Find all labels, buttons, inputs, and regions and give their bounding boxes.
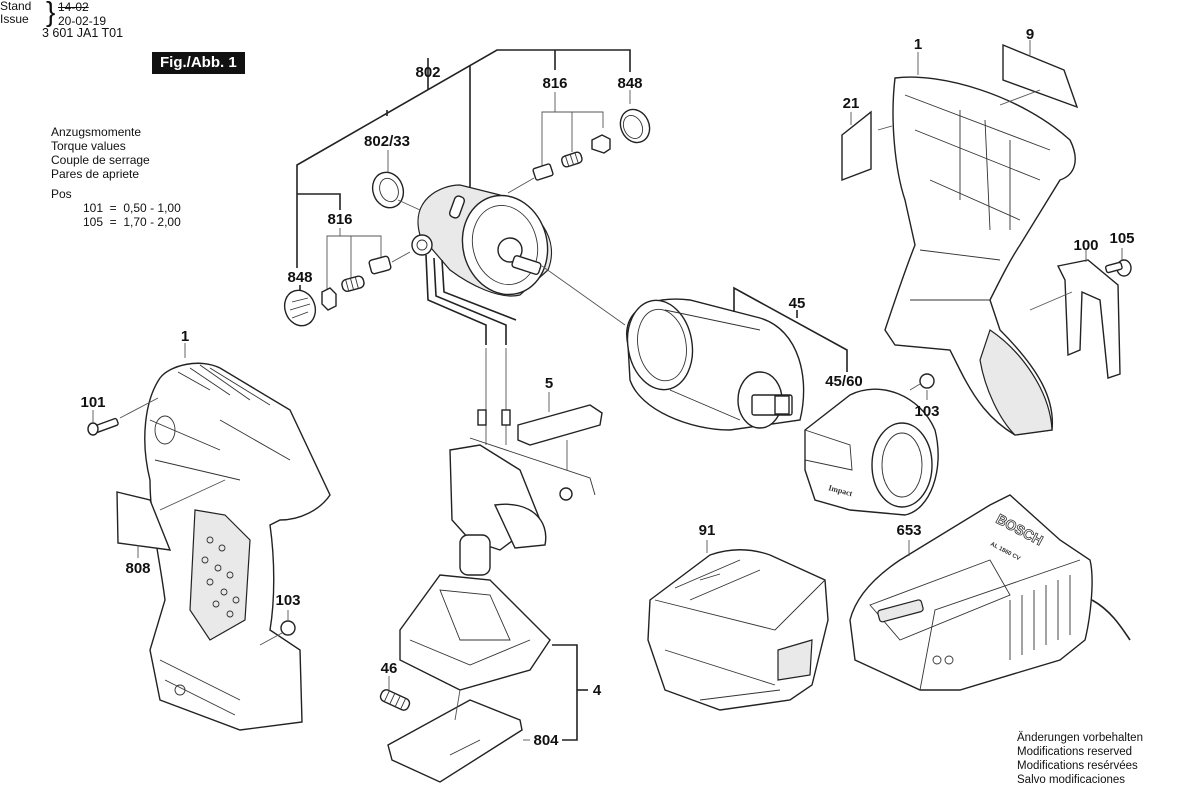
disclaimer-en: Modifications reserved xyxy=(1017,746,1133,758)
direction-switch-5 xyxy=(517,392,603,470)
motor xyxy=(411,184,626,445)
carbon-brush-top xyxy=(507,108,651,194)
callout-105: 105 xyxy=(1109,230,1134,247)
battery-contact-holder xyxy=(399,574,551,691)
disclaimer-es: Salvo modificaciones xyxy=(1017,774,1126,786)
charger-vents xyxy=(1009,575,1071,660)
brush-set-bracket-left xyxy=(326,228,382,300)
label-plate-808 xyxy=(116,479,226,558)
label-plate-9 xyxy=(999,40,1079,109)
disclaimer-block: Änderungen vorbehalten Modifications res… xyxy=(1017,731,1143,787)
torque-heading-fr: Couple de serrage xyxy=(51,153,150,167)
brace-icon: } xyxy=(46,0,56,27)
equals-sign: = xyxy=(106,215,121,229)
callout-100: 100 xyxy=(1073,237,1098,254)
callout-91: 91 xyxy=(699,522,716,539)
charger: BOSCH AL 1860 CV xyxy=(849,494,1131,691)
callout-808: 808 xyxy=(125,560,150,577)
callout-46: 46 xyxy=(381,660,398,677)
callout-1-left: 1 xyxy=(181,328,189,345)
housing-right xyxy=(884,76,1076,436)
torque-row-range: 0,50 - 1,00 xyxy=(123,201,181,215)
callout-848-left: 848 xyxy=(287,269,312,286)
nose-cover: Impact xyxy=(804,388,939,516)
figure-label: Fig./Abb. 1 xyxy=(152,52,245,74)
switch-module xyxy=(449,409,596,576)
torque-heading-de: Anzugsmomente xyxy=(51,125,142,139)
screw-105 xyxy=(1104,248,1132,277)
belt-clip-100 xyxy=(1029,250,1121,379)
callout-848-top: 848 xyxy=(617,75,642,92)
impact-mechanism-bracket xyxy=(733,286,848,372)
revision-block: Stand Issue } 14-02 20-02-19 xyxy=(0,0,110,30)
carbon-brush-left xyxy=(283,251,411,327)
document-number: 3 601 JA1 T01 xyxy=(42,26,124,40)
torque-row-pos: 101 xyxy=(82,201,103,215)
torque-row: 105 = 1,70 - 2,00 xyxy=(51,215,181,229)
torque-values-block: Anzugsmomente Torque values Couple de se… xyxy=(51,125,181,229)
screw-101 xyxy=(87,397,159,436)
label-plate-21 xyxy=(841,110,893,182)
impact-mechanism xyxy=(626,298,805,431)
callout-9: 9 xyxy=(1026,26,1034,43)
callout-45-60: 45/60 xyxy=(825,373,863,390)
housing-left xyxy=(144,362,331,731)
callout-653: 653 xyxy=(896,522,921,539)
disclaimer-fr: Modifications resérvées xyxy=(1017,760,1138,772)
contact-plate-804 xyxy=(387,689,530,783)
nut-103-left xyxy=(259,610,296,646)
torque-row: 101 = 0,50 - 1,00 xyxy=(51,201,181,215)
callout-816-left: 816 xyxy=(327,211,352,228)
pos-label: Pos xyxy=(51,187,72,201)
o-ring-802-33 xyxy=(371,150,421,211)
callout-802: 802 xyxy=(415,64,440,81)
torque-heading-es: Pares de apriete xyxy=(51,167,140,181)
disclaimer-de: Änderungen vorbehalten xyxy=(1017,732,1143,744)
callout-804: 804 xyxy=(533,732,559,749)
contact-group-bracket xyxy=(552,644,578,741)
torque-row-pos: 105 xyxy=(82,215,103,229)
callout-1-right: 1 xyxy=(914,36,922,53)
brush-set-bracket-top xyxy=(541,90,631,170)
callout-816-top: 816 xyxy=(542,75,567,92)
battery-pack xyxy=(647,540,829,711)
issue-label: Issue xyxy=(0,12,29,26)
callout-802-33: 802/33 xyxy=(364,133,410,150)
stand-label: Stand xyxy=(0,0,32,13)
callout-5: 5 xyxy=(545,375,553,392)
callout-103-right: 103 xyxy=(914,403,939,420)
torque-row-range: 1,70 - 2,00 xyxy=(123,215,181,229)
issue-date: 20-02-19 xyxy=(58,14,107,28)
equals-sign: = xyxy=(106,201,121,215)
callout-101: 101 xyxy=(80,394,105,411)
old-revision-date: 14-02 xyxy=(58,0,89,14)
callout-21: 21 xyxy=(843,95,860,112)
callout-4: 4 xyxy=(593,682,602,699)
torque-heading-en: Torque values xyxy=(51,139,126,153)
callout-45: 45 xyxy=(789,295,806,312)
nut-103-right xyxy=(909,373,935,400)
spring-46 xyxy=(379,676,411,711)
grip-dots xyxy=(201,536,240,618)
callout-103-left: 103 xyxy=(275,592,300,609)
